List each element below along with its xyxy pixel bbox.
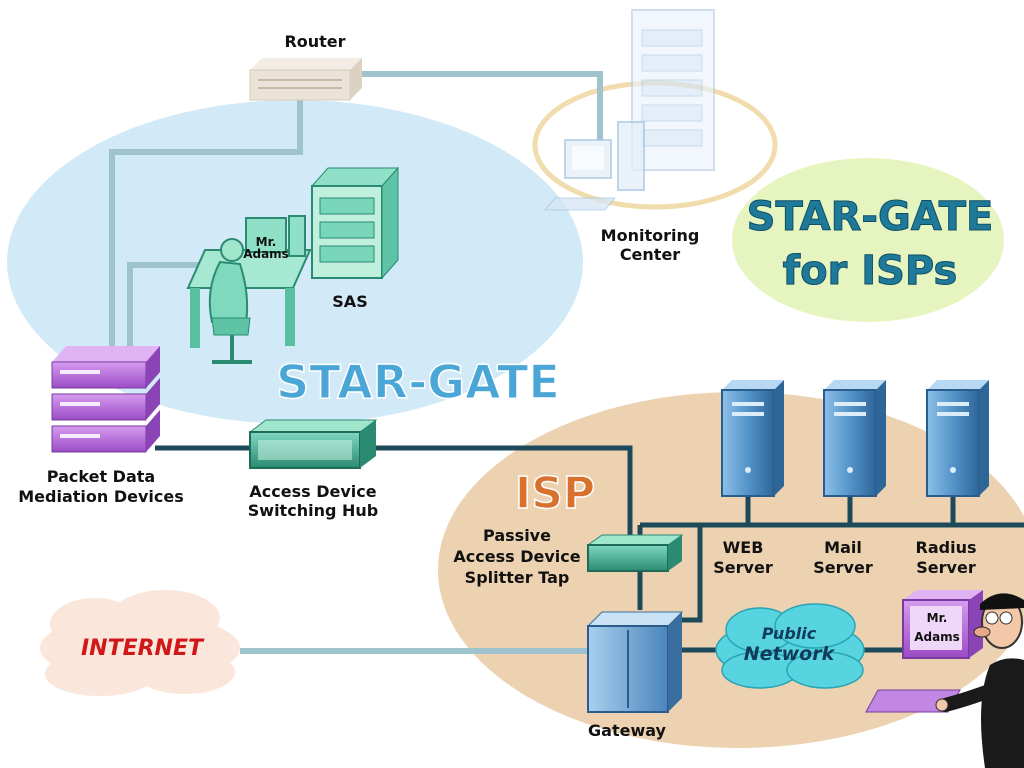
hub-label-line1: Access Device [249, 482, 376, 501]
mr-adams-small-line1: Mr. [256, 235, 277, 249]
mail-server-label-line1: Mail [824, 538, 862, 557]
hub-label-line2: Switching Hub [248, 501, 378, 520]
mr-adams-small-line2: Adams [243, 247, 289, 261]
mr-adams-label-line1: Mr. [927, 611, 948, 625]
internet-cloud [40, 590, 240, 696]
mail-server-label-line2: Server [813, 558, 873, 577]
radius-server-label-line1: Radius [916, 538, 977, 557]
passive-splitter-tap [586, 534, 684, 572]
mail-server-tower [823, 380, 886, 497]
mr-adams-label-line2: Adams [914, 630, 960, 644]
stargate-isps-bubble [732, 158, 1004, 322]
stargate-isps-title-line1: STAR-GATE [747, 194, 994, 240]
pdm-label-line2: Mediation Devices [18, 487, 184, 506]
mr-adams-workstation [865, 590, 983, 713]
radius-server-label-line2: Server [916, 558, 976, 577]
stargate-isps-title-line2: for ISPs [783, 248, 958, 294]
access-device-switching-hub [248, 419, 378, 469]
stargate-title: STAR-GATE [276, 355, 560, 409]
radius-server-tower [926, 380, 989, 497]
router-label: Router [284, 32, 345, 51]
router-device [249, 58, 362, 101]
tap-label-line3: Splitter Tap [465, 568, 570, 587]
internet-label: INTERNET [81, 636, 205, 661]
monitoring-workstation [543, 121, 645, 211]
isp-title: ISP [515, 468, 595, 519]
sas-label: SAS [332, 292, 367, 311]
tap-label-line2: Access Device [453, 547, 580, 566]
link-lines [109, 71, 603, 654]
packet-data-mediation-devices [51, 346, 160, 453]
sas-rack [310, 166, 400, 280]
web-server-tower [721, 380, 784, 497]
sas-operator-workstation [186, 215, 312, 364]
public-network-label-line2: Network [744, 643, 836, 665]
web-server-label-line2: Server [713, 558, 773, 577]
public-network-cloud [715, 603, 865, 689]
public-network-label-line1: Public [762, 624, 817, 643]
gateway-device [586, 611, 684, 713]
monitoring-label-line2: Center [620, 245, 680, 264]
web-server-label-line1: WEB [723, 538, 764, 557]
pdm-label-line1: Packet Data [47, 467, 155, 486]
monitoring-rack [631, 9, 715, 171]
gateway-label: Gateway [588, 721, 667, 740]
tap-label-line1: Passive [483, 526, 551, 545]
mr-adams-character [935, 593, 1024, 768]
monitoring-label-line1: Monitoring [601, 226, 700, 245]
